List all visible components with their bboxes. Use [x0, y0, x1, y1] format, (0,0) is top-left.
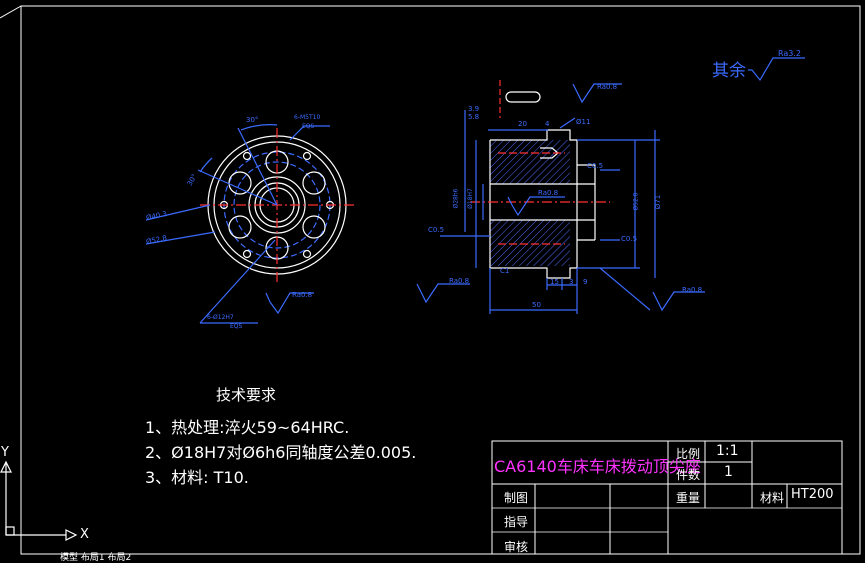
dim-5-8: 5.8 [468, 113, 480, 121]
layout-tabs[interactable]: 模型 布局1 布局2 [60, 553, 132, 563]
dim-3: 3 [569, 278, 574, 286]
material-label: 材料 [760, 491, 785, 505]
dim-phi18h7: Ø18H7 [466, 188, 474, 209]
ra-right: Ra0.8 [682, 286, 703, 294]
hole-note-bottom: 6-Ø12H7 [207, 314, 234, 321]
dim-15: 15 [550, 278, 559, 286]
hatch-upper [490, 140, 570, 184]
dim-phi71: Ø71 [654, 194, 663, 210]
dim-3-9: 3.9 [468, 105, 480, 113]
hole-note-top-sub: EQS [302, 123, 315, 130]
ra-top: Ra0.8 [597, 83, 618, 91]
dim-c05-right: C0.5 [621, 235, 638, 243]
tap-hole-4 [302, 249, 312, 259]
dim-phi11: Ø11 [576, 118, 591, 126]
dim-4: 4 [545, 120, 550, 128]
qty-label: 件数 [676, 468, 701, 482]
ra-left-view: Ra0.8 [292, 291, 313, 299]
scale-value: 1:1 [716, 443, 739, 459]
dim-c1: C1 [500, 267, 510, 275]
section-view [416, 57, 805, 314]
dim-phi28h6: Ø28h6 [452, 188, 460, 209]
hatch-lower [490, 220, 570, 266]
hole-circle [233, 161, 321, 249]
dim-20: 20 [518, 120, 527, 128]
dim-50: 50 [532, 301, 541, 309]
tap-hole-1 [242, 151, 252, 161]
dim-phi52-8: Ø52.8 [632, 192, 640, 211]
ra-inner: Ra0.8 [538, 189, 559, 197]
review-label: 审核 [504, 540, 529, 554]
end-view [145, 124, 354, 324]
title-block [491, 440, 843, 555]
tap-hole-2 [302, 151, 312, 161]
hole-5 [228, 215, 252, 239]
hole-2 [302, 171, 326, 195]
hole-6 [228, 171, 252, 195]
material-value: HT200 [791, 487, 834, 502]
tech-item-1: 1、热处理:淬火59~64HRC. [145, 418, 350, 437]
ucs-y-label: Y [1, 445, 9, 460]
ra-left: Ra0.8 [449, 277, 470, 285]
tech-item-3: 3、材料: T10. [145, 468, 249, 487]
qty-value: 1 [724, 464, 733, 480]
hole-note-bottom-sub: EQS [230, 323, 243, 330]
tech-title: 技术要求 [216, 386, 277, 404]
angle-1-label: 30° [246, 116, 259, 124]
hole-3 [302, 215, 326, 239]
sheet-border [20, 5, 861, 555]
check-label: 指导 [504, 515, 529, 529]
tap-hole-5 [242, 249, 252, 259]
roughness-rest-label: 其余 [712, 61, 746, 81]
dim-9: 9 [583, 278, 588, 286]
part-name: CA6140车床车床拨动顶尖座 [494, 457, 701, 476]
roughness-rest-value: Ra3.2 [778, 49, 802, 58]
tech-item-2: 2、Ø18H7对Ø6h6同轴度公差0.005. [145, 443, 417, 462]
hole-note-top: 6-M5T10 [294, 114, 321, 121]
dim-c05-left: C0.5 [428, 226, 445, 234]
weight-label: 重量 [676, 491, 701, 505]
scale-label: 比例 [676, 447, 701, 461]
ucs-icon [0, 460, 78, 541]
border-corner-tl [0, 5, 22, 19]
drawn-label: 制图 [504, 491, 529, 505]
ucs-x-label: X [80, 527, 89, 542]
dim-c05-top: C0.5 [587, 162, 604, 170]
